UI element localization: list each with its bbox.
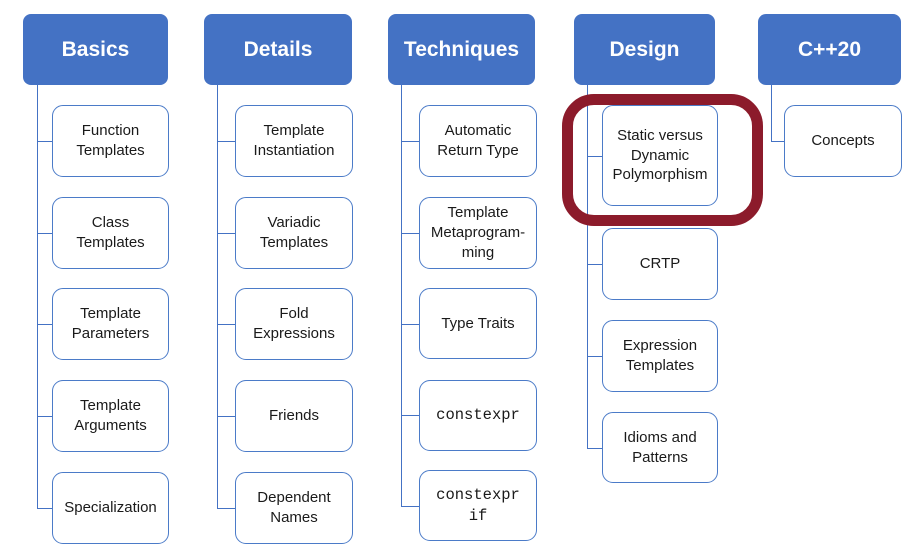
node-crtp: CRTP <box>602 228 718 300</box>
node-label: Template Arguments <box>74 397 147 434</box>
node-concepts: Concepts <box>784 105 902 177</box>
header-details-label: Details <box>243 37 313 61</box>
connector-stub <box>587 156 602 158</box>
connector-stub <box>401 233 419 235</box>
connector-stub <box>217 416 235 418</box>
node-friends: Friends <box>235 380 353 452</box>
header-techniques-label: Techniques <box>403 37 520 61</box>
node-fold-expressions: Fold Expressions <box>235 288 353 360</box>
node-label: Static versus Dynamic Polymorphism <box>612 126 708 184</box>
node-label: Fold Expressions <box>253 305 335 342</box>
connector-line-details <box>217 85 219 508</box>
node-label: Variadic Templates <box>259 214 329 251</box>
node-template-parameters: Template Parameters <box>52 288 169 360</box>
node-template-arguments: Template Arguments <box>52 380 169 452</box>
node-template-instantiation: Template Instantiation <box>235 105 353 177</box>
connector-line-techniques <box>401 85 403 506</box>
node-constexpr-if: constexpr if <box>419 470 537 541</box>
node-label: Friends <box>268 407 320 425</box>
connector-stub <box>37 508 52 510</box>
node-label: constexpr if <box>436 486 520 525</box>
connector-stub <box>217 508 235 510</box>
connector-stub <box>37 233 52 235</box>
node-label: CRTP <box>639 255 681 273</box>
node-label: Template Instantiation <box>253 122 335 159</box>
node-constexpr: constexpr <box>419 380 537 451</box>
connector-stub <box>401 506 419 508</box>
node-automatic-return-type: Automatic Return Type <box>419 105 537 177</box>
node-label: Type Traits <box>441 314 515 332</box>
header-basics: Basics <box>23 14 168 85</box>
node-function-templates: Function Templates <box>52 105 169 177</box>
connector-stub <box>401 415 419 417</box>
connector-stub <box>587 356 602 358</box>
connector-stub <box>401 141 419 143</box>
connector-line-cpp20 <box>771 85 773 141</box>
node-label: Class Templates <box>76 214 145 251</box>
connector-stub <box>37 416 52 418</box>
connector-stub <box>587 264 602 266</box>
node-idioms-and-patterns: Idioms and Patterns <box>602 412 718 483</box>
connector-line-basics <box>37 85 39 508</box>
node-label: Idioms and Patterns <box>623 428 697 466</box>
header-design-label: Design <box>609 37 680 61</box>
connector-stub <box>37 324 52 326</box>
node-expression-templates: Expression Templates <box>602 320 718 392</box>
header-cpp20: C++20 <box>758 14 901 85</box>
connector-line-design <box>587 85 589 448</box>
connector-stub <box>771 141 784 143</box>
node-label: constexpr <box>436 406 520 425</box>
node-specialization: Specialization <box>52 472 169 544</box>
connector-stub <box>37 141 52 143</box>
node-static-versus-dynamic-polymorphism: Static versus Dynamic Polymorphism <box>602 105 718 206</box>
node-class-templates: Class Templates <box>52 197 169 269</box>
node-label: Dependent Names <box>257 489 331 526</box>
node-dependent-names: Dependent Names <box>235 472 353 544</box>
node-type-traits: Type Traits <box>419 288 537 359</box>
header-cpp20-label: C++20 <box>797 37 862 61</box>
node-label: Function Templates <box>76 122 145 159</box>
node-label: Template Metaprogram- ming <box>430 204 526 261</box>
node-variadic-templates: Variadic Templates <box>235 197 353 269</box>
node-label: Expression Templates <box>622 337 698 374</box>
connector-stub <box>217 141 235 143</box>
header-techniques: Techniques <box>388 14 535 85</box>
connector-stub <box>217 233 235 235</box>
connector-stub <box>217 324 235 326</box>
node-label: Template Parameters <box>71 305 150 342</box>
connector-stub <box>587 448 602 450</box>
connector-stub <box>401 324 419 326</box>
node-label: Automatic Return Type <box>437 122 519 159</box>
node-label: Concepts <box>811 132 875 150</box>
node-label: Specialization <box>64 499 157 517</box>
header-design: Design <box>574 14 715 85</box>
node-template-metaprogramming: Template Metaprogram- ming <box>419 197 537 269</box>
header-details: Details <box>204 14 352 85</box>
header-basics-label: Basics <box>61 37 130 61</box>
